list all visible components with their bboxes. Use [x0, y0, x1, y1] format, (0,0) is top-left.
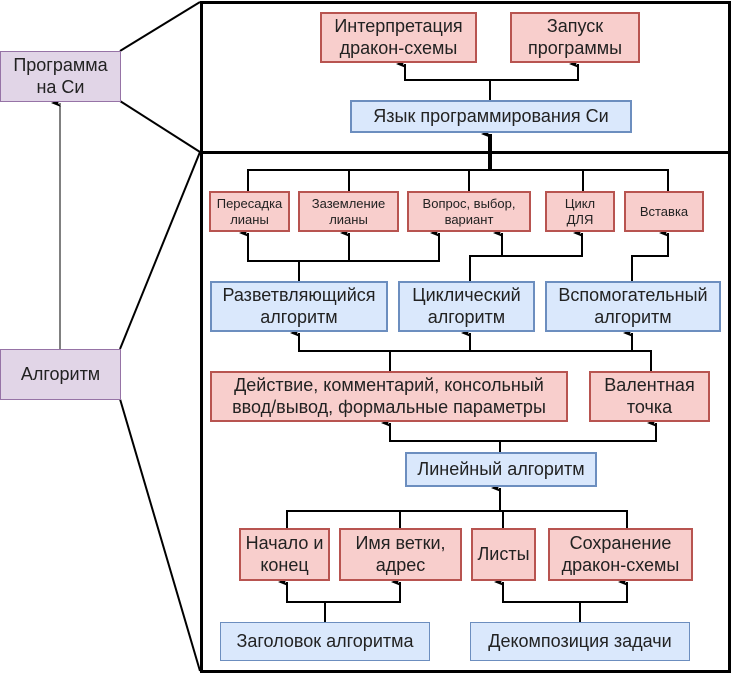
insert-node: Вставка — [624, 191, 704, 232]
interpretation-node: Интерпретация дракон-схемы — [320, 12, 477, 63]
task-decomposition-node: Декомпозиция задачи — [470, 622, 690, 661]
launch-node: Запуск программы — [510, 12, 640, 63]
branch-name-node: Имя ветки, адрес — [339, 528, 462, 581]
question-choice-node: Вопрос, выбор, вариант — [407, 191, 531, 232]
auxiliary-algorithm-node: Вспомогательный алгоритм — [545, 281, 721, 332]
algorithm-node: Алгоритм — [0, 349, 121, 400]
action-comment-node: Действие, комментарий, консольный ввод/в… — [210, 371, 568, 422]
start-end-node: Начало и конец — [239, 528, 330, 581]
save-scheme-node: Сохранение дракон-схемы — [548, 528, 693, 581]
transplant-liana-node: Пересадка лианы — [209, 191, 290, 232]
program-node: Программа на Си — [0, 51, 121, 102]
sheets-node: Листы — [471, 528, 536, 581]
c-language-node: Язык программирования Си — [350, 100, 632, 133]
valence-point-node: Валентная точка — [589, 371, 710, 422]
algorithm-header-node: Заголовок алгоритма — [220, 622, 430, 661]
ground-liana-node: Заземление лианы — [298, 191, 399, 232]
linear-algorithm-node: Линейный алгоритм — [405, 452, 597, 487]
zoom-line — [119, 1, 201, 52]
for-loop-node: Цикл ДЛЯ — [545, 191, 615, 232]
algorithm-frame — [200, 151, 731, 673]
cyclic-algorithm-node: Циклический алгоритм — [398, 281, 535, 332]
branching-algorithm-node: Разветвляющийся алгоритм — [210, 281, 388, 332]
